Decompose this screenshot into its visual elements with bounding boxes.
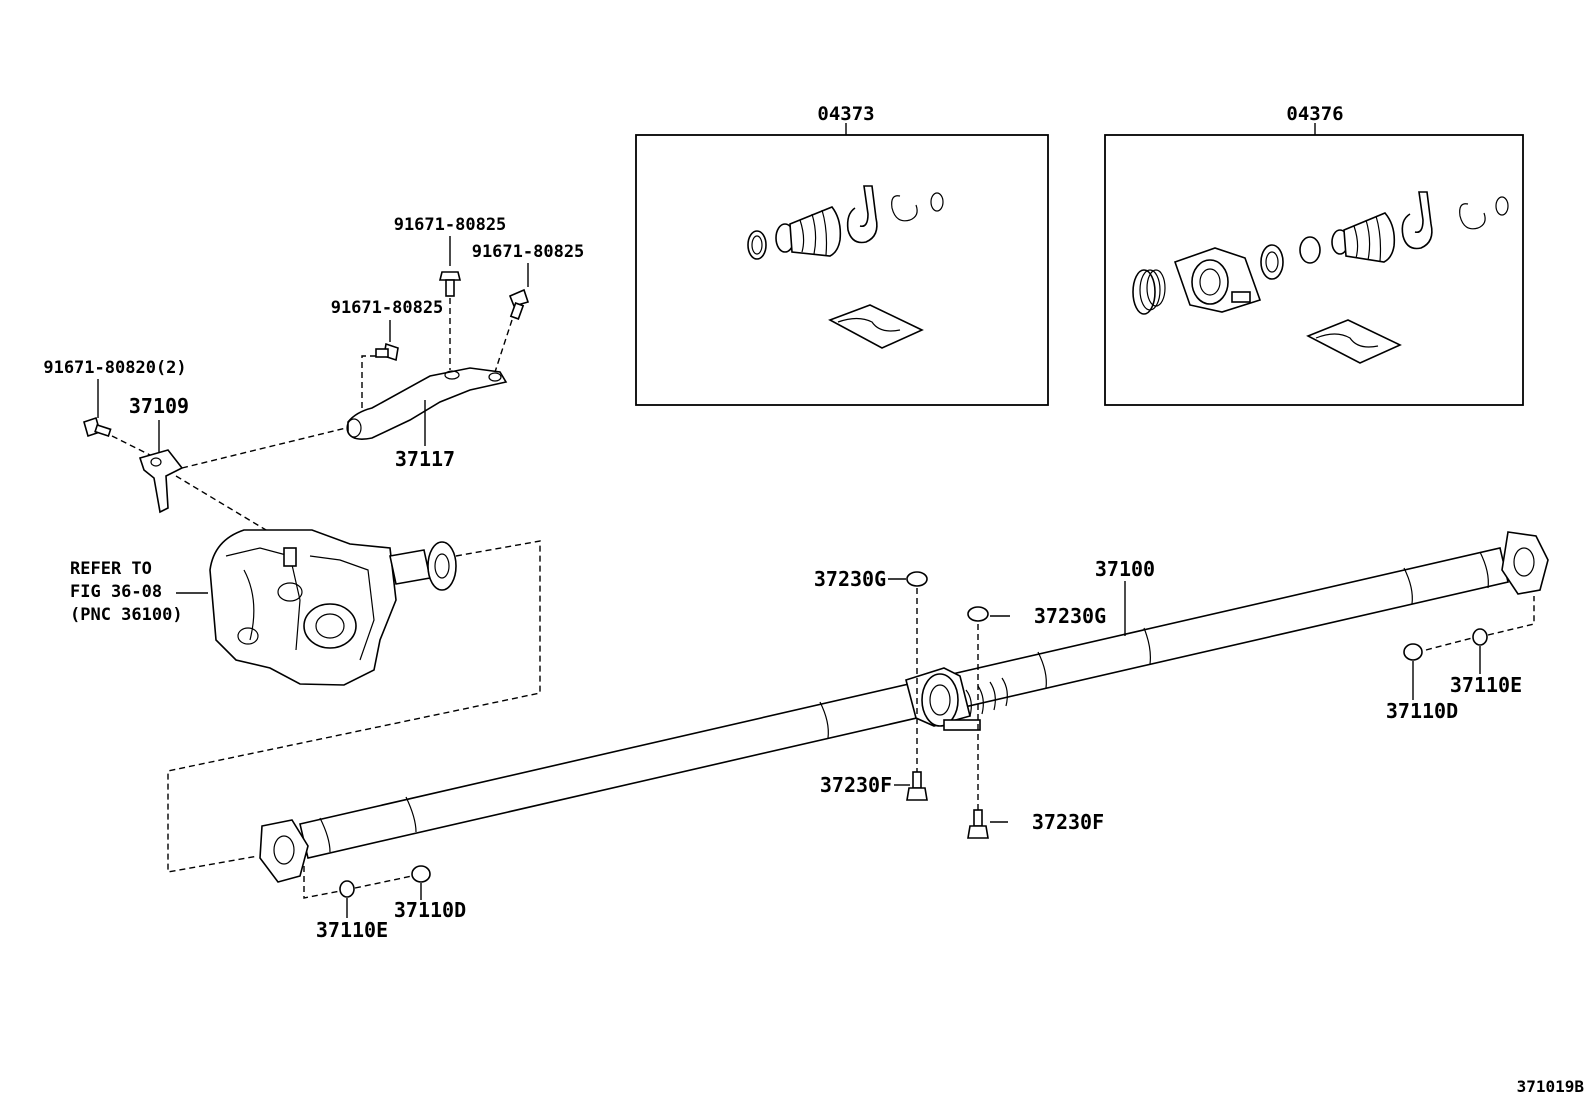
washer-37110E-rear: 37110E xyxy=(1425,596,1535,697)
bolt-91671-80825-right: 91671-80825 xyxy=(472,242,585,373)
grease-packet-icon xyxy=(1306,319,1402,364)
refer-line-1: REFER TO xyxy=(70,559,152,579)
label-37110D-front: 37110D xyxy=(394,898,466,922)
label-37230G-left: 37230G xyxy=(814,567,886,591)
bracket-37117: 37117 xyxy=(346,367,508,471)
refer-line-3: (PNC 36100) xyxy=(70,605,183,625)
bolt-91671-80825-left: 91671-80825 xyxy=(331,298,444,426)
bolt-91671-80820: 91671-80820(2) xyxy=(43,358,187,456)
label-37110E-front: 37110E xyxy=(316,918,388,942)
label-37230G-right: 37230G xyxy=(1034,604,1106,628)
center-bearing-kit-parts-icon xyxy=(1132,191,1509,315)
label-37109: 37109 xyxy=(129,394,189,418)
bracket-37109: 37109 xyxy=(129,394,347,549)
bolt-37230F-right: 37230F xyxy=(967,809,1104,839)
flange-rear-icon xyxy=(1501,531,1549,595)
label-37110E-rear: 37110E xyxy=(1450,673,1522,697)
nut-37110D-front: 37110D xyxy=(303,865,466,922)
label-37230F-right: 37230F xyxy=(1032,810,1104,834)
label-37110D-rear: 37110D xyxy=(1386,699,1458,723)
bolt-91671-80825-top: 91671-80825 xyxy=(394,215,507,370)
nut-37110D-rear: 37110D xyxy=(1386,643,1458,723)
kit-box-04373: 04373 xyxy=(635,103,1049,406)
kit-box-04376: 04376 xyxy=(1104,103,1524,406)
washer-37230G-left: 37230G xyxy=(814,567,928,772)
label-37100: 37100 xyxy=(1095,557,1155,581)
refer-line-2: FIG 36-08 xyxy=(70,582,162,602)
washer-37110E-front: 37110E xyxy=(316,880,388,942)
label-91671-80820: 91671-80820(2) xyxy=(43,358,186,378)
label-91671-80825-left: 91671-80825 xyxy=(331,298,444,318)
label-37117: 37117 xyxy=(395,447,455,471)
propeller-shaft-37100: 37100 xyxy=(259,531,1549,883)
kit-label-04376: 04376 xyxy=(1286,103,1343,125)
bolt-37230F-left: 37230F xyxy=(820,771,928,801)
boot-kit-parts-icon xyxy=(747,185,944,260)
center-bearing-icon xyxy=(905,667,1008,731)
flange-front-icon xyxy=(259,819,309,883)
kit-label-04373: 04373 xyxy=(817,103,874,125)
label-91671-80825-top: 91671-80825 xyxy=(394,215,507,235)
grease-packet-icon xyxy=(828,304,924,349)
transfer-case-reference: REFER TO FIG 36-08 (PNC 36100) xyxy=(70,529,541,873)
figure-id: 371019B xyxy=(1517,1077,1585,1096)
label-37230F-left: 37230F xyxy=(820,773,892,797)
washer-37230G-right: 37230G xyxy=(967,604,1106,810)
label-91671-80825-right: 91671-80825 xyxy=(472,242,585,262)
